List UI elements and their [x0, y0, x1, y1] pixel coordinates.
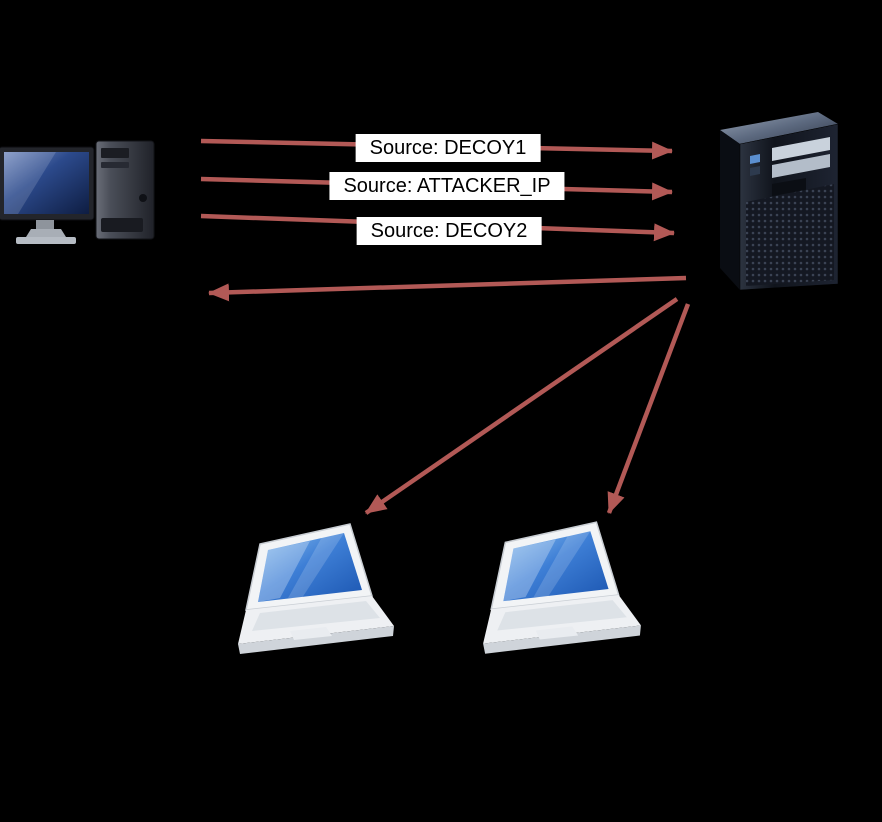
laptop-icon: [475, 516, 647, 668]
arrow-to-laptop-2: [606, 303, 691, 514]
laptop-icon: [230, 518, 400, 668]
arrow-response: [208, 275, 687, 302]
attacker-desktop-icon: [0, 140, 168, 255]
packet-label-decoy1: Source: DECOY1: [355, 134, 541, 162]
arrow-to-laptop-1: [364, 297, 679, 515]
packet-label-decoy2: Source: DECOY2: [356, 217, 542, 245]
target-server-icon: [714, 104, 844, 294]
packet-label-attacker-ip: Source: ATTACKER_IP: [329, 172, 565, 200]
